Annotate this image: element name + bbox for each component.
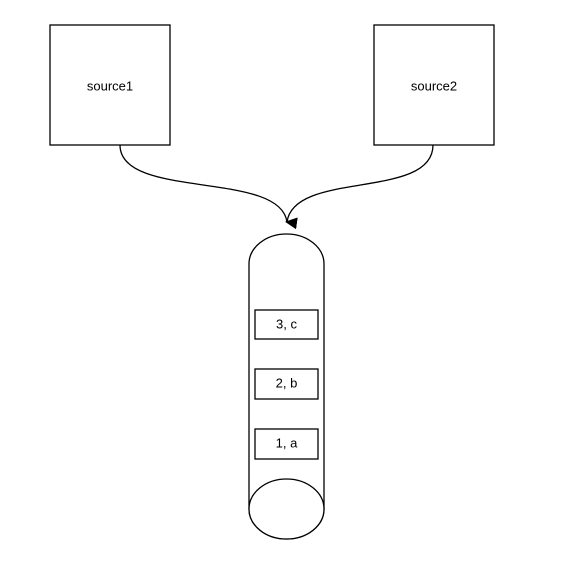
connector-source1-to-queue xyxy=(119,144,288,223)
queue-item-3[interactable]: 1, a xyxy=(254,428,319,460)
connector-source2-to-queue xyxy=(285,144,434,230)
queue-bottom-ellipse xyxy=(248,478,325,540)
source2-node[interactable]: source2 xyxy=(373,24,495,146)
queue-item-1[interactable]: 3, c xyxy=(254,309,319,340)
queue-item-label: 2, b xyxy=(276,375,298,390)
queue-item-box xyxy=(254,368,319,400)
queue-item-2[interactable]: 2, b xyxy=(254,368,319,400)
source2-label: source2 xyxy=(411,78,457,93)
queue-item-box xyxy=(254,309,319,340)
source2-box xyxy=(373,24,495,146)
queue-item-label: 1, a xyxy=(276,435,298,450)
queue-item-label: 3, c xyxy=(276,316,297,331)
queue-item-box xyxy=(254,428,319,460)
source1-label: source1 xyxy=(87,78,133,93)
source1-box xyxy=(49,24,171,146)
source1-node[interactable]: source1 xyxy=(49,24,171,146)
